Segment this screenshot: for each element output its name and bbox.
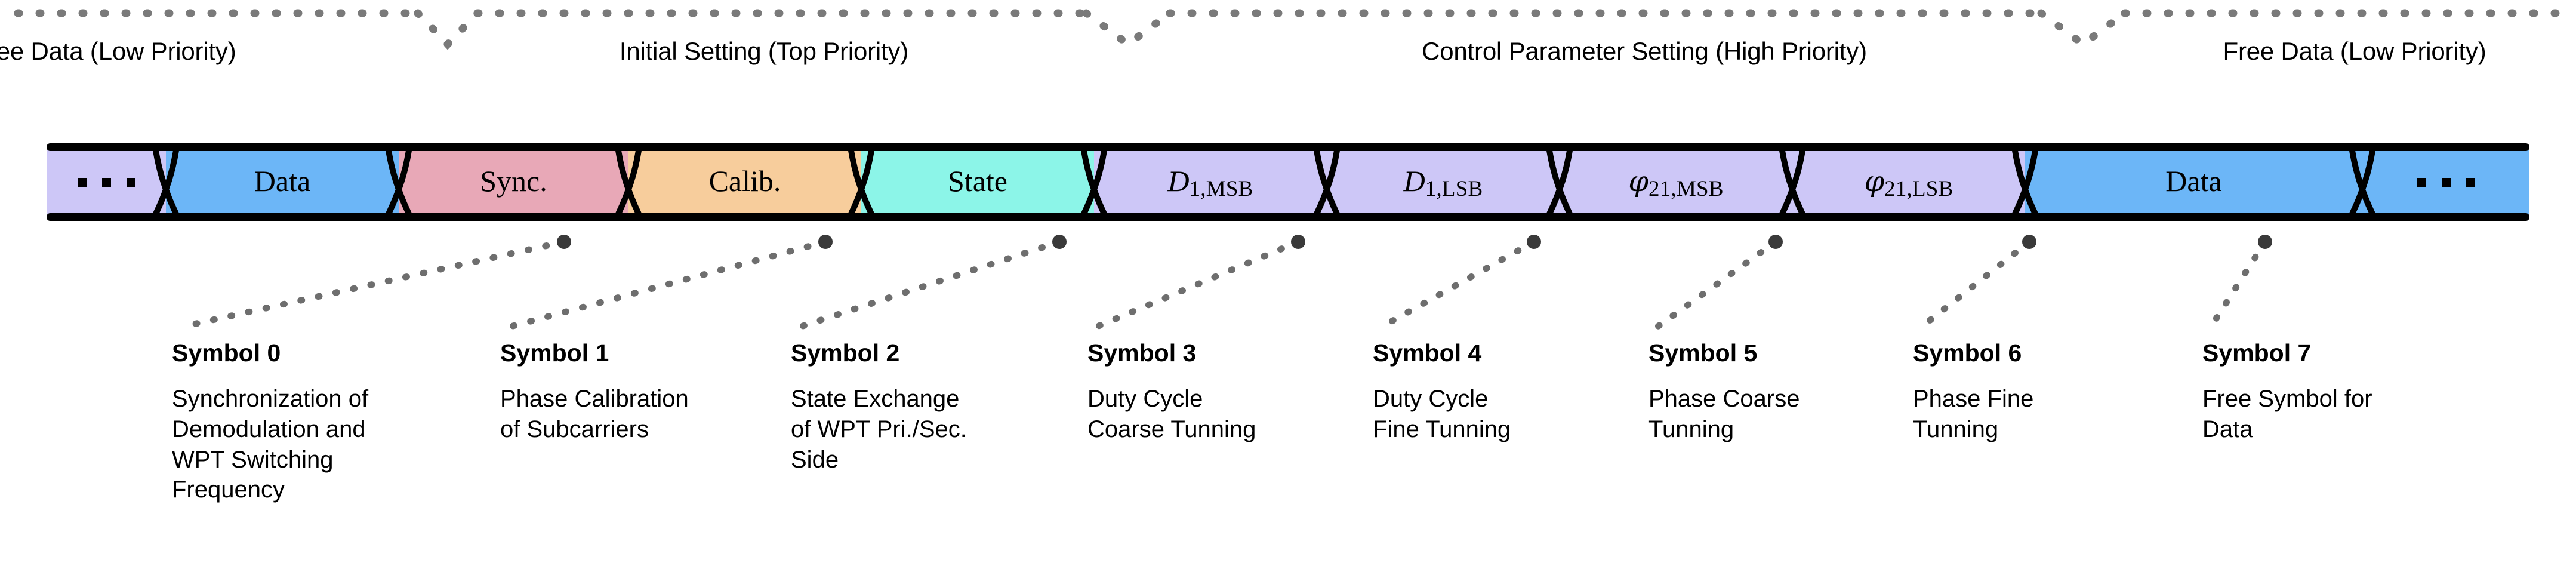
frame-segment-calib[interactable]: Calib.: [628, 150, 861, 214]
leader-line-symbol-7: [2207, 235, 2272, 331]
symbol-description: Free Symbol for Data: [2202, 386, 2372, 442]
frame-segment-label: Data: [254, 164, 311, 198]
leader-line-symbol-3: [1092, 235, 1305, 331]
leader-line-symbol-0: [177, 235, 571, 331]
symbol-description: Synchronization of Demodulation and WPT …: [172, 386, 369, 503]
symbol-caption-1: Symbol 1 Phase Calibration of Subcarriers: [500, 340, 781, 445]
symbol-caption-3: Symbol 3 Duty Cycle Coarse Tunning: [1087, 340, 1368, 445]
priority-band: Free Data (Low Priority) Initial Setting …: [0, 0, 2576, 90]
frame-segment-sync[interactable]: Sync.: [399, 150, 628, 214]
frame-segment-label: State: [948, 164, 1007, 198]
symbol-caption-7: Symbol 7 Free Symbol for Data: [2202, 340, 2483, 445]
symbol-description: Phase Calibration of Subcarriers: [500, 386, 689, 442]
ellipsis-icon: [77, 177, 135, 187]
leader-anchor-dot: [1527, 235, 1541, 249]
priority-label-3: Free Data (Low Priority): [2223, 37, 2486, 65]
symbol-title: Symbol 3: [1087, 339, 1197, 367]
symbol-title: Symbol 2: [791, 339, 900, 367]
frame-segment-list: Data Sync. Calib. State D1,MSB D1,LSB φ21,MSB φ…: [47, 150, 2529, 214]
frame-segment-phi21-msb[interactable]: φ21,MSB: [1560, 150, 1792, 214]
frame-segment-phi21-lsb[interactable]: φ21,LSB: [1792, 150, 2025, 214]
leader-anchor-dot: [557, 235, 571, 249]
frame-segment-ellipsis-left[interactable]: [47, 150, 166, 214]
leader-anchor-dot: [2258, 235, 2272, 249]
frame-segment-label: φ21,MSB: [1628, 165, 1724, 202]
symbol-caption-6: Symbol 6 Phase Fine Tunning: [1913, 340, 2193, 445]
symbol-description: State Exchange of WPT Pri./Sec. Side: [791, 386, 967, 473]
symbol-title: Symbol 7: [2202, 339, 2312, 367]
symbol-caption-4: Symbol 4 Duty Cycle Fine Tunning: [1373, 340, 1653, 445]
symbol-caption-5: Symbol 5 Phase Coarse Tunning: [1648, 340, 1929, 445]
priority-label-1: Initial Setting (Top Priority): [619, 37, 909, 65]
frame-segment-d1-msb[interactable]: D1,MSB: [1094, 150, 1327, 214]
symbol-caption-2: Symbol 2 State Exchange of WPT Pri./Sec. …: [791, 340, 1071, 475]
leader-line-symbol-4: [1378, 235, 1541, 331]
frame-segment-ellipsis-right[interactable]: [2362, 150, 2529, 214]
symbol-description: Phase Coarse Tunning: [1648, 386, 1800, 442]
frame-segment-label: Data: [2165, 164, 2222, 198]
leader-anchor-dot: [1052, 235, 1067, 249]
frame-segment-label: Calib.: [708, 164, 781, 198]
symbol-description: Phase Fine Tunning: [1913, 386, 2034, 442]
priority-label-0: Free Data (Low Priority): [0, 37, 236, 65]
frame-rail-bottom: [47, 213, 2529, 221]
symbol-title: Symbol 4: [1373, 339, 1482, 367]
leader-line-symbol-6: [1918, 235, 2036, 331]
frame-bar: Data Sync. Calib. State D1,MSB D1,LSB φ21,MSB φ…: [47, 143, 2529, 221]
leader-anchor-dot: [1291, 235, 1305, 249]
ellipsis-icon: [2417, 177, 2475, 187]
leader-anchor-dot: [2022, 235, 2036, 249]
symbol-title: Symbol 0: [172, 339, 281, 367]
leader-anchor-dot: [1768, 235, 1783, 249]
symbol-description: Duty Cycle Coarse Tunning: [1087, 386, 1256, 442]
leader-anchor-dot: [818, 235, 833, 249]
frame-segment-label: D1,LSB: [1403, 164, 1483, 202]
frame-segment-data-left[interactable]: Data: [166, 150, 399, 214]
leader-line-symbol-5: [1653, 235, 1783, 331]
symbol-title: Symbol 5: [1648, 339, 1758, 367]
leader-line-symbol-1: [505, 235, 833, 331]
frame-segment-state[interactable]: State: [861, 150, 1094, 214]
frame-segment-data-right[interactable]: Data: [2025, 150, 2362, 214]
symbol-caption-0: Symbol 0 Synchronization of Demodulation …: [172, 340, 452, 505]
leader-line-symbol-2: [796, 235, 1067, 331]
frame-segment-d1-lsb[interactable]: D1,LSB: [1327, 150, 1560, 214]
frame-segment-label: Sync.: [480, 164, 547, 198]
frame-segment-label: D1,MSB: [1167, 164, 1253, 202]
frame-rail-top: [47, 143, 2529, 151]
symbol-description: Duty Cycle Fine Tunning: [1373, 386, 1511, 442]
frame-segment-label: φ21,LSB: [1864, 165, 1953, 202]
priority-bracket-lines: [14, 9, 2565, 50]
symbol-title: Symbol 1: [500, 339, 609, 367]
priority-label-2: Control Parameter Setting (High Priority…: [1422, 37, 1867, 65]
symbol-title: Symbol 6: [1913, 339, 2022, 367]
